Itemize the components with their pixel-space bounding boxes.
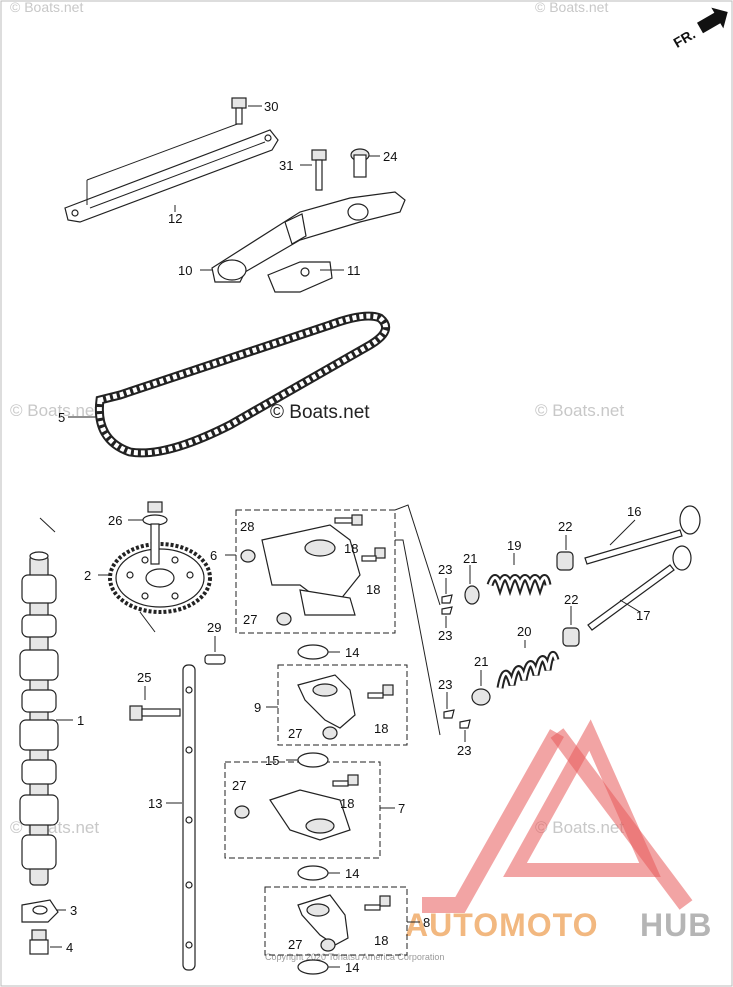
callout-18: 18 xyxy=(366,582,380,597)
callout-8: 8 xyxy=(423,915,430,930)
callout-7: 7 xyxy=(398,801,405,816)
valve-seal-22 xyxy=(556,551,580,647)
callout-labels: 30 12 31 24 10 11 5 26 2 28 6 18 18 27 2… xyxy=(58,99,650,975)
callout-22: 22 xyxy=(564,592,578,607)
bolt-30 xyxy=(231,97,247,125)
front-label: FR. xyxy=(671,26,699,51)
valve-cotter-23 xyxy=(441,594,471,729)
copyright-text: Copyright 2020 Tohatsu America Corporati… xyxy=(265,952,444,962)
watermark-text: © Boats.net xyxy=(535,818,624,837)
callout-27: 27 xyxy=(232,778,246,793)
callout-19: 19 xyxy=(507,538,521,553)
callout-27: 27 xyxy=(243,612,257,627)
logo-text-secondary: HUB xyxy=(640,907,712,943)
callout-28: 28 xyxy=(240,519,254,534)
callout-4: 4 xyxy=(66,940,73,955)
cam-sprocket xyxy=(108,542,212,614)
callout-18: 18 xyxy=(374,933,388,948)
valve-spring-20 xyxy=(496,650,560,689)
nut-28 xyxy=(240,549,256,563)
valve-spring-19 xyxy=(486,574,552,597)
callout-23: 23 xyxy=(457,743,471,758)
watermark-text: © Boats.net xyxy=(535,0,608,15)
rocker-shaft xyxy=(182,664,196,971)
front-direction-marker: FR. xyxy=(671,7,728,51)
arrow-icon xyxy=(697,7,728,34)
automotohub-logo: AUTOMOTO HUB xyxy=(405,719,712,943)
callout-12: 12 xyxy=(168,211,182,226)
callout-25: 25 xyxy=(137,670,151,685)
pin-29 xyxy=(204,654,226,665)
nut-27 xyxy=(234,612,338,952)
callout-10: 10 xyxy=(178,263,192,278)
tensioner-adjuster-11 xyxy=(267,261,333,293)
callout-1: 1 xyxy=(77,713,84,728)
bolt-25 xyxy=(129,705,181,721)
rocker-arm-box-9 xyxy=(277,664,408,746)
chain-guide-upper xyxy=(64,122,279,223)
callout-14: 14 xyxy=(345,960,359,975)
callout-17: 17 xyxy=(636,608,650,623)
watermark-text: © Boats.net xyxy=(535,401,624,420)
callout-15: 15 xyxy=(265,753,279,768)
callout-11: 11 xyxy=(347,263,361,278)
callout-13: 13 xyxy=(148,796,162,811)
boats-net-label: © Boats.net xyxy=(270,402,370,423)
rocker-arm-box-8 xyxy=(264,886,408,956)
callout-22: 22 xyxy=(558,519,572,534)
callout-23: 23 xyxy=(438,628,452,643)
callout-27: 27 xyxy=(288,726,302,741)
callout-2: 2 xyxy=(84,568,91,583)
callout-30: 30 xyxy=(264,99,278,114)
callout-9: 9 xyxy=(254,700,261,715)
thrust-plate-3 xyxy=(21,899,59,923)
camshaft xyxy=(19,551,59,886)
shim-15 xyxy=(297,752,329,768)
callout-29: 29 xyxy=(207,620,221,635)
rocker-arm-box-7 xyxy=(224,761,381,859)
callout-26: 26 xyxy=(108,513,122,528)
watermark-text: © Boats.net xyxy=(10,401,99,420)
logo-text-primary: AUTOMOTO xyxy=(405,907,598,943)
callout-23: 23 xyxy=(438,562,452,577)
callout-31: 31 xyxy=(279,158,293,173)
spring-retainer-21 xyxy=(464,585,491,706)
callout-14: 14 xyxy=(345,866,359,881)
screw-18 xyxy=(332,514,394,911)
callout-18: 18 xyxy=(340,796,354,811)
callout-14: 14 xyxy=(345,645,359,660)
valve-16 xyxy=(584,505,701,565)
collar-bolt-24 xyxy=(350,148,370,178)
callout-5: 5 xyxy=(58,410,65,425)
callout-27: 27 xyxy=(288,937,302,952)
callout-21: 21 xyxy=(474,654,488,669)
callout-21: 21 xyxy=(463,551,477,566)
callout-18: 18 xyxy=(344,541,358,556)
plug-4 xyxy=(29,929,49,955)
callout-3: 3 xyxy=(70,903,77,918)
bolt-31 xyxy=(311,149,327,191)
callout-23: 23 xyxy=(438,677,452,692)
callout-20: 20 xyxy=(517,624,531,639)
callout-18: 18 xyxy=(374,721,388,736)
shim-14 xyxy=(297,644,329,975)
callout-16: 16 xyxy=(627,504,641,519)
valve-17 xyxy=(587,545,692,631)
callout-24: 24 xyxy=(383,149,397,164)
timing-chain xyxy=(94,311,391,458)
callout-6: 6 xyxy=(210,548,217,563)
rocker-arm-box-6 xyxy=(235,509,396,634)
sprocket-bolt-26 xyxy=(142,501,168,565)
chain-tensioner xyxy=(211,191,406,283)
watermark-text: © Boats.net xyxy=(10,0,83,15)
